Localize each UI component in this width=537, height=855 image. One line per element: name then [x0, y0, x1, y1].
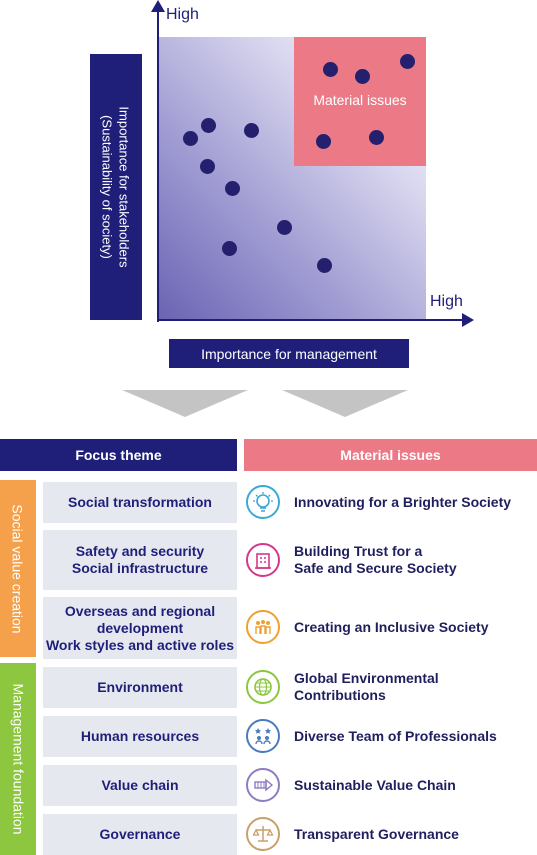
arrow-chain-icon	[246, 768, 280, 802]
focus-social-transformation: Social transformation	[43, 482, 237, 523]
x-axis	[157, 319, 469, 321]
group-social-value-creation: Social value creation	[0, 480, 36, 657]
focus-environment: Environment	[43, 667, 237, 708]
globe-icon	[246, 670, 280, 704]
matrix-point	[183, 131, 198, 146]
matrix-point	[222, 241, 237, 256]
matrix-point	[400, 54, 415, 69]
material-issues-header: Material issues	[244, 439, 537, 471]
y-axis-label-line2: (Sustainability of society)	[100, 115, 116, 259]
issue-transparent-governance: Transparent Governance	[246, 817, 537, 851]
issue-label: Innovating for a Brighter Society	[294, 493, 512, 510]
matrix-point	[225, 181, 240, 196]
material-issues-zone-label: Material issues	[313, 92, 407, 108]
focus-theme-header: Focus theme	[0, 439, 237, 471]
scales-icon	[246, 817, 280, 851]
focus-overseas-workstyles: Overseas and regional development Work s…	[43, 597, 237, 659]
issue-label: Diverse Team of Professionals	[294, 727, 497, 744]
x-axis-arrow	[462, 313, 474, 327]
issue-brighter-society: Innovating for a Brighter Society	[246, 485, 537, 519]
down-arrow-right	[282, 390, 408, 417]
group-management-foundation: Management foundation	[0, 663, 36, 855]
issue-global-environment: Global Environmental Contributions	[246, 670, 537, 704]
issue-label: Building Trust for a Safe and Secure Soc…	[294, 543, 457, 576]
matrix-point	[277, 220, 292, 235]
issue-inclusive-society: Creating an Inclusive Society	[246, 610, 537, 644]
matrix-point	[316, 134, 331, 149]
group-social-label: Social value creation	[10, 503, 26, 634]
group-mgmt-label: Management foundation	[10, 683, 26, 835]
y-axis-arrow	[151, 0, 165, 12]
focus-governance: Governance	[43, 814, 237, 855]
building-shield-icon	[246, 543, 280, 577]
focus-value-chain: Value chain	[43, 765, 237, 806]
y-axis	[157, 10, 159, 322]
matrix-point	[369, 130, 384, 145]
y-axis-label-box	[90, 54, 142, 320]
matrix-point	[317, 258, 332, 273]
matrix-point	[355, 69, 370, 84]
down-arrow-left	[122, 390, 248, 417]
focus-safety-security: Safety and security Social infrastructur…	[43, 530, 237, 590]
innovation-icon	[246, 485, 280, 519]
matrix-point	[201, 118, 216, 133]
people-icon	[246, 610, 280, 644]
issue-diverse-team: Diverse Team of Professionals	[246, 719, 537, 753]
issue-label: Global Environmental Contributions	[294, 670, 439, 703]
y-axis-label-line1: Importance for stakeholders	[117, 106, 133, 268]
matrix-point	[323, 62, 338, 77]
y-axis-high-label: High	[166, 6, 199, 23]
matrix-point	[244, 123, 259, 138]
issue-label: Creating an Inclusive Society	[294, 618, 489, 635]
issue-label: Transparent Governance	[294, 825, 459, 842]
team-stars-icon	[246, 719, 280, 753]
issue-trust-safe-society: Building Trust for a Safe and Secure Soc…	[246, 543, 537, 577]
x-axis-high-label: High	[430, 293, 463, 310]
issue-value-chain: Sustainable Value Chain	[246, 768, 537, 802]
matrix-point	[200, 159, 215, 174]
issue-label: Sustainable Value Chain	[294, 776, 456, 793]
focus-human-resources: Human resources	[43, 716, 237, 757]
x-axis-label: Importance for management	[169, 339, 409, 368]
y-axis-label: Importance for stakeholders (Sustainabil…	[90, 54, 142, 320]
